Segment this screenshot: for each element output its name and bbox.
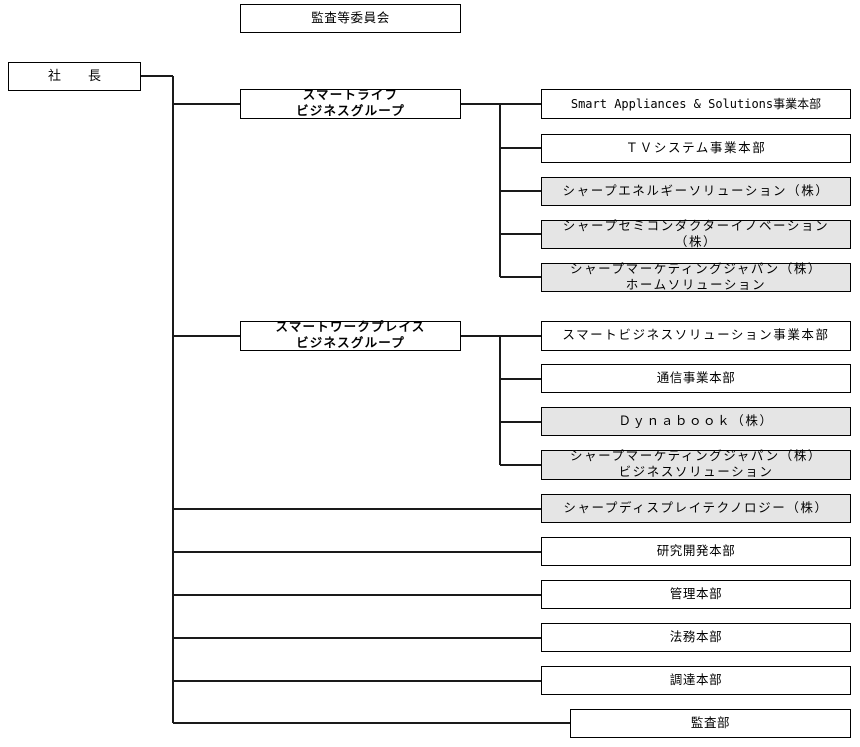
- node-admin-headquarters[interactable]: 管理本部: [541, 580, 851, 609]
- node-sharp-display-technology[interactable]: シャープディスプレイテクノロジー（株）: [541, 494, 851, 523]
- node-audit-committee[interactable]: 監査等委員会: [240, 4, 461, 33]
- node-sharp-energy-solution[interactable]: シャープエネルギーソリューション（株）: [541, 177, 851, 206]
- node-rd-headquarters-label: 研究開発本部: [656, 543, 736, 558]
- node-communication[interactable]: 通信事業本部: [541, 364, 851, 393]
- node-group-smart-workplace[interactable]: スマートワークプレイス ビジネスグループ: [240, 320, 461, 351]
- node-legal-headquarters-label: 法務本部: [669, 629, 723, 644]
- node-group-smart-life[interactable]: スマートライフ ビジネスグループ: [240, 88, 461, 119]
- node-sharp-semiconductor[interactable]: シャープセミコンダクターイノベーション（株）: [541, 218, 851, 249]
- node-admin-headquarters-label: 管理本部: [669, 586, 723, 601]
- node-smj-home-solution-label: シャープマーケティングジャパン（株） ホームソリューション: [569, 261, 823, 292]
- node-audit-committee-label: 監査等委員会: [311, 10, 390, 25]
- node-tv-system-label: ＴＶシステム事業本部: [625, 140, 767, 155]
- node-smart-business-solution-label: スマートビジネスソリューション事業本部: [562, 328, 830, 343]
- node-tv-system[interactable]: ＴＶシステム事業本部: [541, 134, 851, 163]
- node-smj-home-solution[interactable]: シャープマーケティングジャパン（株） ホームソリューション: [541, 261, 851, 292]
- node-procurement-headquarters[interactable]: 調達本部: [541, 666, 851, 695]
- node-audit-department-label: 監査部: [690, 715, 731, 730]
- node-sharp-semiconductor-label: シャープセミコンダクターイノベーション（株）: [562, 218, 830, 249]
- node-smj-business-solution[interactable]: シャープマーケティングジャパン（株） ビジネスソリューション: [541, 449, 851, 480]
- node-sharp-energy-solution-label: シャープエネルギーソリューション（株）: [562, 183, 830, 198]
- node-dynabook[interactable]: Ｄｙｎａｂｏｏｋ（株）: [541, 407, 851, 436]
- node-sharp-display-technology-label: シャープディスプレイテクノロジー（株）: [563, 500, 829, 515]
- node-legal-headquarters[interactable]: 法務本部: [541, 623, 851, 652]
- node-president[interactable]: 社 長: [8, 62, 141, 91]
- node-president-label: 社 長: [47, 68, 108, 84]
- node-procurement-headquarters-label: 調達本部: [669, 672, 723, 687]
- node-dynabook-label: Ｄｙｎａｂｏｏｋ（株）: [618, 413, 774, 428]
- node-smart-business-solution[interactable]: スマートビジネスソリューション事業本部: [541, 321, 851, 351]
- node-rd-headquarters[interactable]: 研究開発本部: [541, 537, 851, 566]
- node-group-smart-life-label: スマートライフ ビジネスグループ: [296, 88, 405, 118]
- node-group-smart-workplace-label: スマートワークプレイス ビジネスグループ: [275, 320, 426, 350]
- node-audit-department[interactable]: 監査部: [570, 709, 851, 738]
- node-smart-appliances-label: Smart Appliances & Solutions事業本部: [570, 96, 822, 111]
- node-communication-label: 通信事業本部: [656, 370, 736, 385]
- node-smart-appliances[interactable]: Smart Appliances & Solutions事業本部: [541, 89, 851, 119]
- node-smj-business-solution-label: シャープマーケティングジャパン（株） ビジネスソリューション: [569, 449, 823, 479]
